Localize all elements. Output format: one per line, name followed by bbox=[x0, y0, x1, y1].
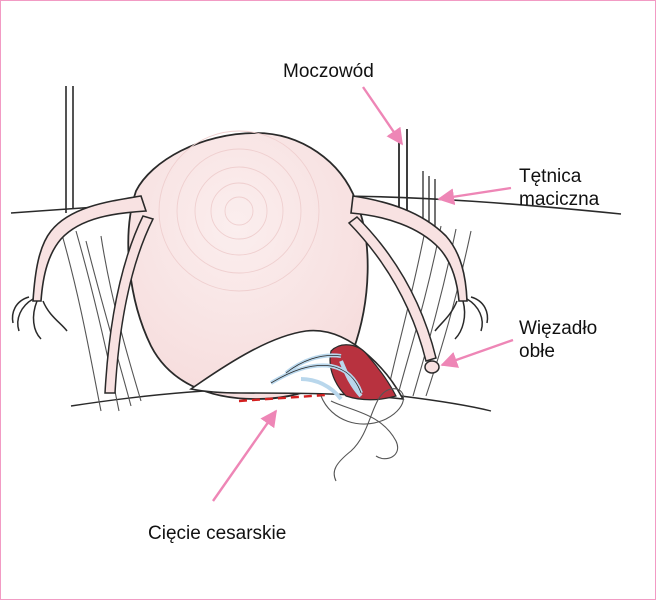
incision-dashed-line bbox=[238, 393, 327, 403]
label-uterine-artery-line2: maciczna bbox=[519, 189, 600, 210]
label-cesarean-incision: Cięcie cesarskie bbox=[148, 522, 286, 545]
label-round-ligament-line1: Więzadło bbox=[519, 318, 598, 339]
uterine-artery-vessel bbox=[422, 171, 436, 227]
left-ligament-fibers bbox=[60, 230, 142, 412]
label-ureter-text: Moczowód bbox=[283, 61, 374, 82]
label-uterine-artery-line1: Tętnica bbox=[519, 166, 582, 187]
left-fimbria bbox=[11, 296, 68, 340]
right-round-ligament bbox=[347, 216, 437, 362]
ureter-pointer bbox=[362, 86, 403, 146]
label-round-ligament-line2: obłe bbox=[519, 341, 555, 362]
left-vessel bbox=[65, 86, 74, 213]
uterus-texture bbox=[158, 130, 320, 292]
right-fimbria bbox=[434, 296, 489, 340]
right-ligament-fibers bbox=[388, 225, 472, 397]
pointer-arrows bbox=[212, 86, 514, 502]
label-cesarean-incision-text: Cięcie cesarskie bbox=[148, 523, 287, 544]
uterine-artery-pointer bbox=[437, 186, 512, 206]
uterine-vessels-outline bbox=[270, 354, 362, 394]
label-ureter: Moczowód bbox=[283, 60, 374, 83]
incision-pointer bbox=[212, 409, 277, 502]
right-fallopian-tube bbox=[350, 195, 468, 302]
uterine-vessels-red bbox=[329, 344, 397, 401]
round-ligament-cut-end bbox=[424, 360, 440, 374]
left-round-ligament bbox=[104, 215, 155, 394]
round-ligament-pointer bbox=[440, 338, 514, 368]
suture-thread bbox=[320, 388, 404, 482]
